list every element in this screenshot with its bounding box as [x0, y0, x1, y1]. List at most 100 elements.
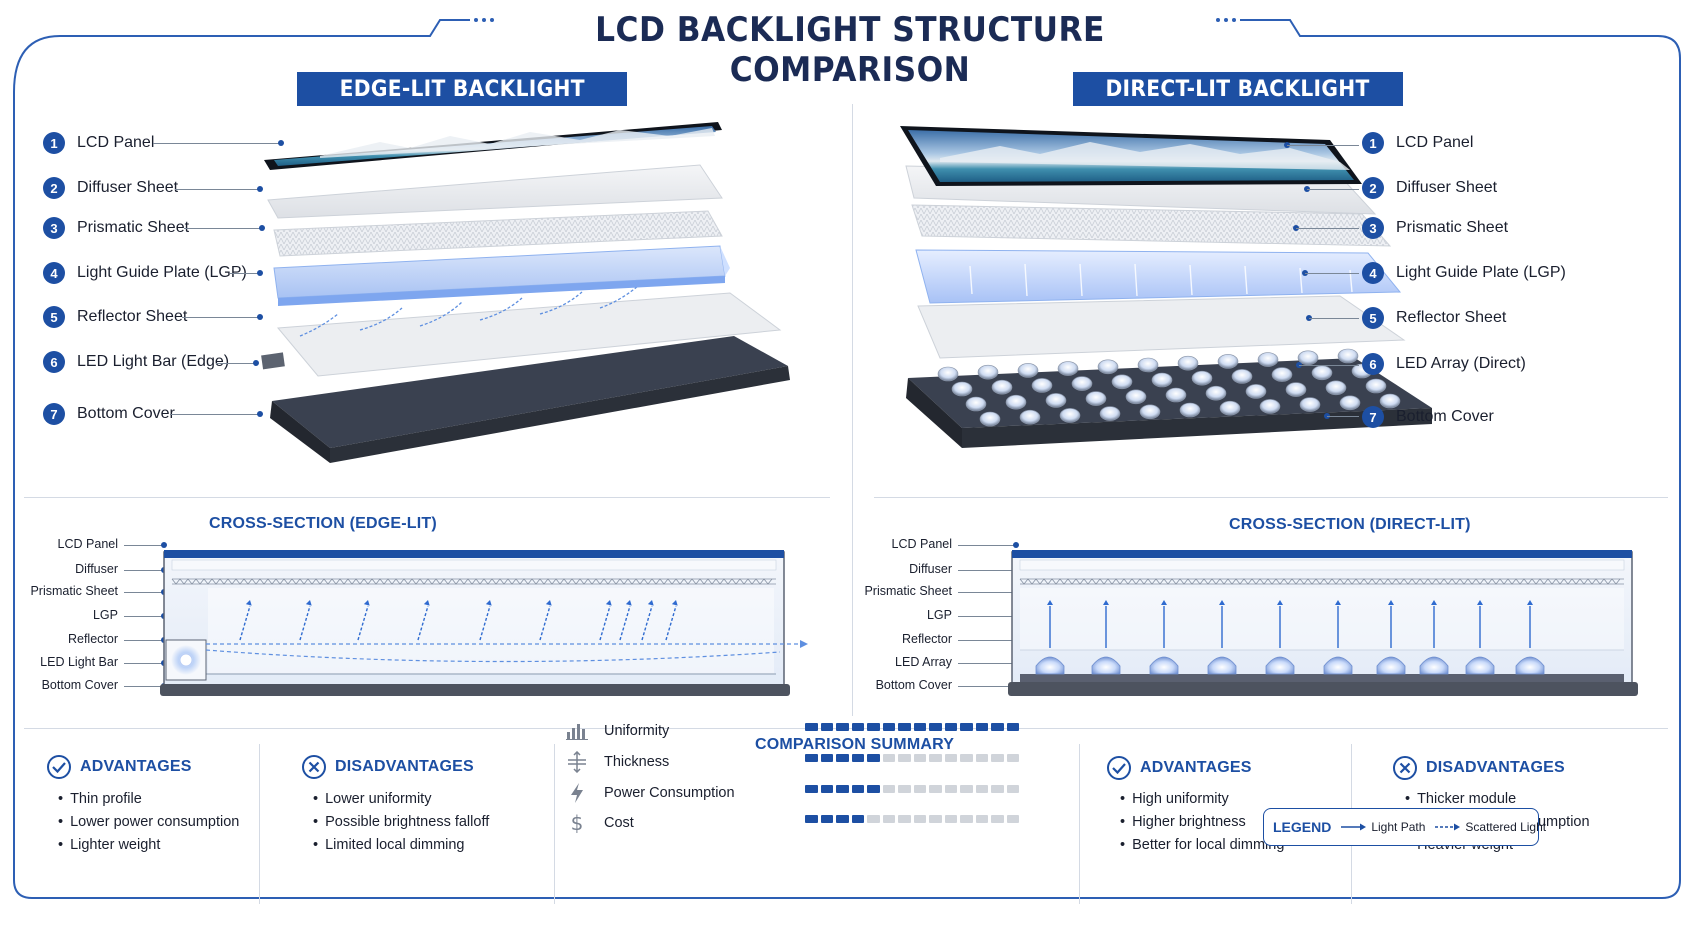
summary-bar-segment — [960, 754, 973, 762]
lightning-icon — [564, 781, 590, 805]
summary-bar-segment — [976, 723, 989, 731]
summary-bar-segment — [914, 754, 927, 762]
summary-bar-segment — [898, 815, 911, 823]
direct-led — [952, 382, 972, 396]
direct-lit-exploded-diagram — [900, 118, 1440, 508]
direct-xs-label: Reflector — [902, 632, 952, 646]
direct-led — [1366, 379, 1386, 393]
direct-led — [1126, 390, 1146, 404]
summary-metric-bar — [805, 785, 1019, 793]
solid-arrow-icon — [1341, 822, 1367, 832]
summary-bar-segment — [898, 754, 911, 762]
edge-diffuser-sheet — [268, 165, 722, 218]
edge-xs-label: LCD Panel — [58, 537, 118, 551]
dollar-icon: $ — [564, 811, 590, 835]
edge-callout-6: 6LED Light Bar (Edge) — [43, 350, 229, 374]
direct-led — [1232, 369, 1252, 383]
summary-bar-segment — [898, 785, 911, 793]
summary-bar-segment — [960, 785, 973, 793]
summary-bar-segment — [805, 785, 818, 793]
summary-bar-segment — [991, 723, 1004, 731]
summary-bar-segment — [976, 754, 989, 762]
direct-lit-banner: DIRECT-LIT BACKLIGHT — [1073, 72, 1403, 106]
summary-bar-segment — [960, 815, 973, 823]
edge-xs-label: Reflector — [68, 632, 118, 646]
summary-bar-segment — [914, 723, 927, 731]
direct-led — [1272, 368, 1292, 382]
direct-led — [1300, 398, 1320, 412]
direct-led — [1166, 388, 1186, 402]
direct-led — [1046, 393, 1066, 407]
direct-led — [1206, 386, 1226, 400]
direct-callout-5: 5Reflector Sheet — [1362, 306, 1506, 330]
direct-light-guide-plate — [916, 250, 1400, 303]
direct-led — [1152, 373, 1172, 387]
summary-bar-segment — [836, 815, 849, 823]
direct-reflector-sheet — [918, 296, 1404, 358]
direct-led — [1032, 378, 1052, 392]
edge-xs-bottom-cover — [160, 684, 790, 696]
summary-metric-label: Uniformity — [604, 723, 669, 739]
check-circle-icon — [46, 754, 72, 780]
edge-cross-section-diagram — [160, 544, 816, 704]
edge-light-guide-plate — [274, 246, 730, 306]
summary-bar-segment — [929, 723, 942, 731]
direct-advantages-header: ADVANTAGES — [1106, 755, 1252, 781]
comparison-summary-title: COMPARISON SUMMARY — [755, 736, 954, 754]
direct-callout-4: 4Light Guide Plate (LGP) — [1362, 261, 1566, 285]
summary-bar-segment — [883, 723, 896, 731]
edge-lcd-panel — [264, 122, 722, 170]
legend-light-path: Light Path — [1341, 820, 1425, 834]
direct-led — [966, 397, 986, 411]
direct-led — [1338, 349, 1358, 363]
summary-bar-segment — [867, 754, 880, 762]
summary-metric-label: Thickness — [604, 754, 669, 770]
summary-metric-label: Power Consumption — [604, 785, 735, 801]
summary-bar-segment — [976, 815, 989, 823]
direct-xs-label: Prismatic Sheet — [864, 584, 952, 598]
direct-led — [1018, 363, 1038, 377]
summary-bar-segment — [852, 785, 865, 793]
edge-disadvantages-list: Lower uniformityPossible brightness fall… — [313, 788, 489, 857]
summary-bar-segment — [821, 815, 834, 823]
direct-led — [1178, 356, 1198, 370]
direct-xs-label: LGP — [927, 608, 952, 622]
dashed-arrow-icon — [1435, 822, 1461, 832]
edge-xs-lgp — [208, 588, 774, 674]
edge-xs-label: Diffuser — [75, 562, 118, 576]
direct-xs-bottom-cover — [1008, 682, 1638, 696]
summary-bar-segment — [883, 815, 896, 823]
direct-led — [1072, 377, 1092, 391]
direct-led — [938, 367, 958, 381]
direct-led — [980, 412, 1000, 426]
summary-metric-bar — [805, 754, 1019, 762]
direct-xs-diffuser — [1020, 560, 1624, 570]
edge-xs-diffuser — [172, 560, 776, 570]
direct-led — [1218, 354, 1238, 368]
summary-bar-segment — [945, 785, 958, 793]
direct-led — [1260, 399, 1280, 413]
direct-led — [1138, 358, 1158, 372]
edge-led-light-bar — [261, 352, 285, 369]
summary-bar-segment — [836, 723, 849, 731]
summary-bar-segment — [991, 754, 1004, 762]
summary-bar-segment — [867, 815, 880, 823]
legend-scattered-light: Scattered Light — [1435, 820, 1546, 834]
summary-metric-row: $Cost — [564, 811, 634, 835]
direct-led — [1220, 401, 1240, 415]
direct-disadvantages-header: DISADVANTAGES — [1392, 755, 1565, 781]
summary-bar-segment — [883, 785, 896, 793]
direct-led — [1060, 408, 1080, 422]
direct-led — [992, 380, 1012, 394]
direct-xs-lcd-panel — [1012, 550, 1632, 558]
direct-advantages-list: High uniformityHigher brightnessBetter f… — [1120, 788, 1284, 857]
summary-bar-segment — [945, 754, 958, 762]
direct-callout-2: 2Diffuser Sheet — [1362, 176, 1497, 200]
direct-led — [1112, 375, 1132, 389]
